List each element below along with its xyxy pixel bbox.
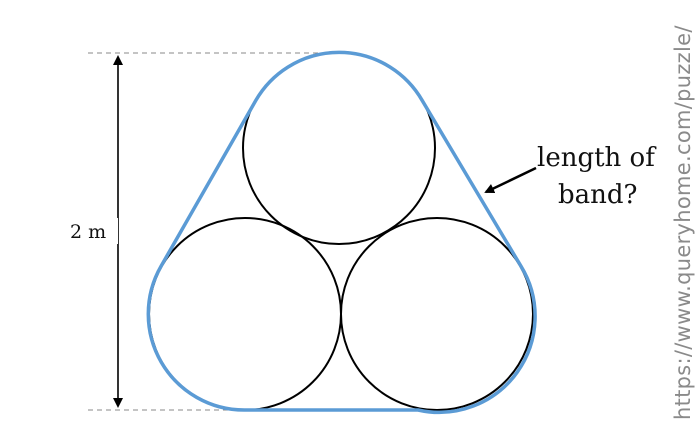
band-outline xyxy=(146,50,537,415)
callout-arrow xyxy=(484,166,537,194)
dimension-label-backdrop xyxy=(66,218,118,244)
watermark-url: https://www.queryhome.com/puzzle/ xyxy=(671,25,695,420)
callout-line-1: length of xyxy=(537,143,657,173)
height-dimension-label: 2 m xyxy=(70,221,106,243)
circle-bottom-right xyxy=(340,217,534,411)
callout-line-2: band? xyxy=(558,180,637,210)
